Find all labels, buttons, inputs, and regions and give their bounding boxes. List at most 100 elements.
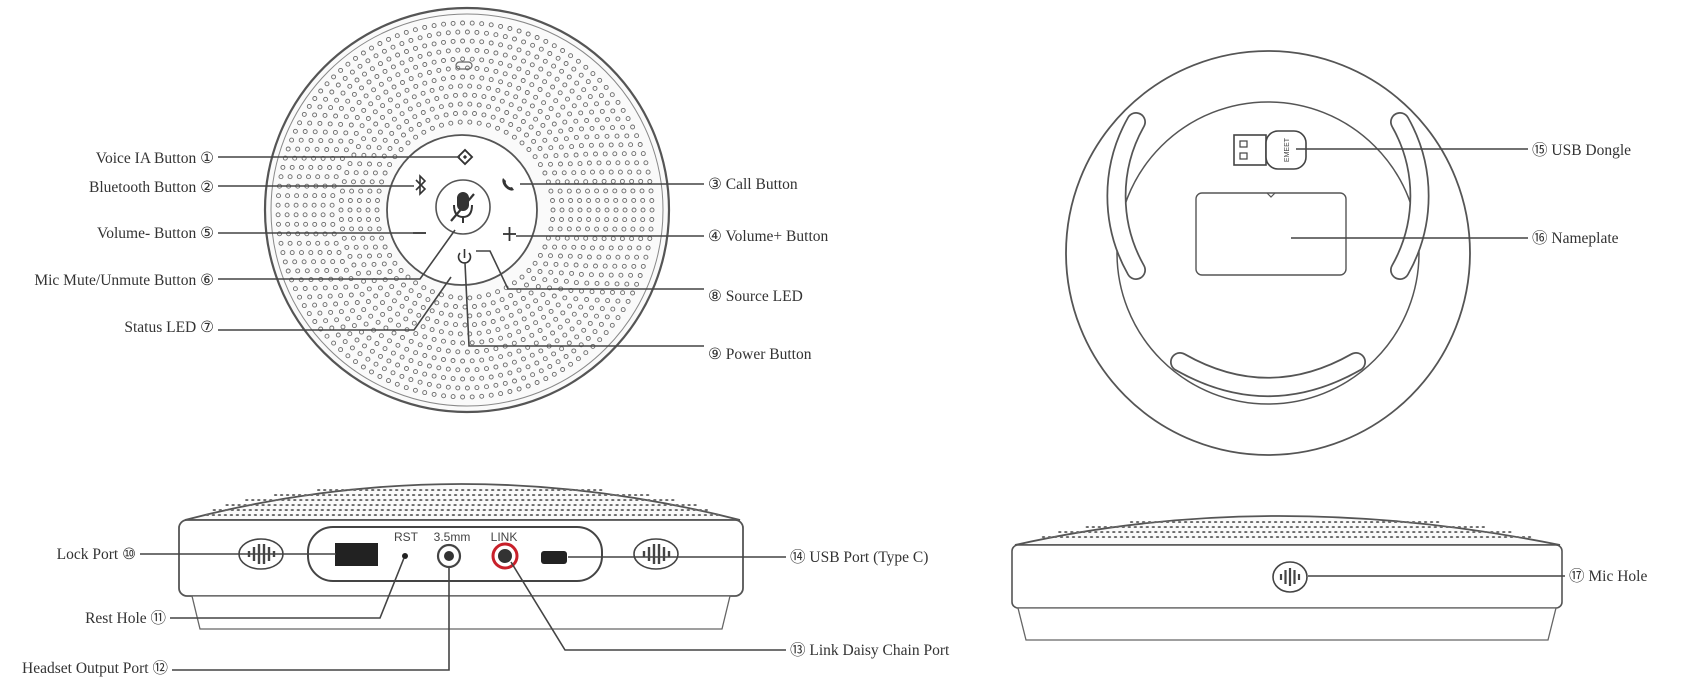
grille-hole: [568, 53, 574, 59]
grille-hole: [321, 221, 327, 227]
grille-hole: [1130, 531, 1134, 533]
mic-hole-icon[interactable]: [1272, 561, 1308, 593]
grille-hole: [620, 290, 626, 296]
grille-hole: [386, 56, 392, 62]
grille-hole: [295, 268, 301, 274]
grille-hole: [628, 142, 634, 148]
grille-hole: [403, 29, 409, 35]
grille-hole: [462, 110, 468, 116]
grille-hole: [1047, 536, 1052, 538]
grille-hole: [1475, 526, 1480, 528]
grille-hole: [445, 30, 451, 36]
grille-hole: [311, 259, 317, 265]
grille-hole: [412, 27, 418, 33]
grille-hole: [341, 499, 345, 501]
grille-hole: [590, 169, 595, 175]
grille-hole: [412, 387, 418, 393]
lock-port[interactable]: [335, 543, 378, 566]
grille-hole: [285, 504, 289, 506]
side2-base: [1017, 607, 1557, 641]
grille-hole: [398, 509, 402, 511]
grille-hole: [599, 245, 605, 251]
grille-hole: [269, 499, 273, 501]
grille-hole: [1289, 526, 1294, 528]
grille-hole: [399, 60, 405, 66]
grille-hole: [302, 509, 306, 511]
grille-hole: [508, 293, 514, 298]
grille-hole: [391, 514, 396, 516]
grille-hole: [448, 294, 454, 300]
grille-hole: [312, 96, 318, 101]
grille-hole: [292, 259, 298, 265]
grille-hole: [464, 65, 470, 71]
grille-hole: [382, 244, 388, 250]
grille-hole: [548, 145, 554, 151]
grille-hole: [579, 126, 584, 132]
grille-hole: [341, 235, 347, 241]
grille-hole: [488, 77, 494, 83]
grille-hole: [604, 207, 610, 213]
call-icon[interactable]: [502, 178, 514, 191]
grille-hole: [422, 24, 428, 30]
grille-hole: [1387, 521, 1392, 523]
grille-hole: [265, 514, 270, 516]
grille-hole: [411, 94, 417, 100]
grille-hole: [429, 327, 435, 333]
grille-hole: [1430, 531, 1434, 533]
grille-hole: [459, 494, 464, 496]
usb-c-port[interactable]: [541, 551, 567, 564]
grille-hole: [537, 252, 543, 258]
grille-hole: [465, 494, 470, 496]
grille-hole: [512, 509, 516, 511]
grille-hole: [438, 329, 444, 335]
grille-hole: [593, 499, 597, 501]
grille-hole: [301, 259, 307, 265]
grille-hole: [552, 244, 558, 250]
grille-hole: [271, 514, 276, 516]
grille-hole: [471, 494, 476, 496]
grille-hole: [322, 285, 328, 291]
grille-hole: [603, 226, 609, 232]
grille-hole: [537, 328, 543, 333]
grille-hole: [472, 304, 477, 309]
grille-hole: [1460, 531, 1464, 533]
grille-hole: [599, 499, 603, 501]
grille-hole: [391, 84, 397, 90]
grille-hole: [374, 341, 380, 346]
grille-hole: [621, 494, 626, 496]
grille-hole: [585, 494, 590, 496]
bluetooth-icon[interactable]: [415, 174, 427, 196]
grille-hole: [498, 42, 504, 48]
grille-hole: [525, 504, 529, 506]
grille-hole: [495, 308, 501, 314]
grille-hole: [1382, 531, 1386, 533]
grille-hole: [457, 119, 463, 125]
grille-hole: [448, 312, 454, 318]
grille-hole: [486, 310, 492, 316]
grille-hole: [504, 110, 510, 115]
grille-hole: [545, 322, 551, 328]
grille-hole: [553, 261, 559, 267]
grille-hole: [1053, 536, 1058, 538]
grille-hole: [563, 499, 567, 501]
grille-hole: [587, 489, 591, 491]
grille-hole: [535, 130, 541, 136]
grille-hole: [604, 100, 610, 106]
power-icon[interactable]: [457, 249, 472, 264]
grille-hole: [389, 284, 395, 290]
grille-hole: [1173, 536, 1178, 538]
grille-hole: [289, 514, 294, 516]
grille-hole: [497, 499, 501, 501]
grille-hole: [516, 85, 522, 91]
grille-hole: [417, 379, 423, 385]
grille-hole: [632, 509, 636, 511]
grille-hole: [520, 78, 526, 83]
grille-hole: [555, 494, 560, 496]
grille-hole: [568, 207, 574, 213]
grille-hole: [615, 315, 621, 321]
grille-hole: [571, 244, 577, 250]
grille-hole: [476, 294, 482, 300]
rest-hole[interactable]: [402, 553, 408, 559]
volume-plus-icon[interactable]: [503, 227, 516, 241]
grille-hole: [373, 514, 378, 516]
